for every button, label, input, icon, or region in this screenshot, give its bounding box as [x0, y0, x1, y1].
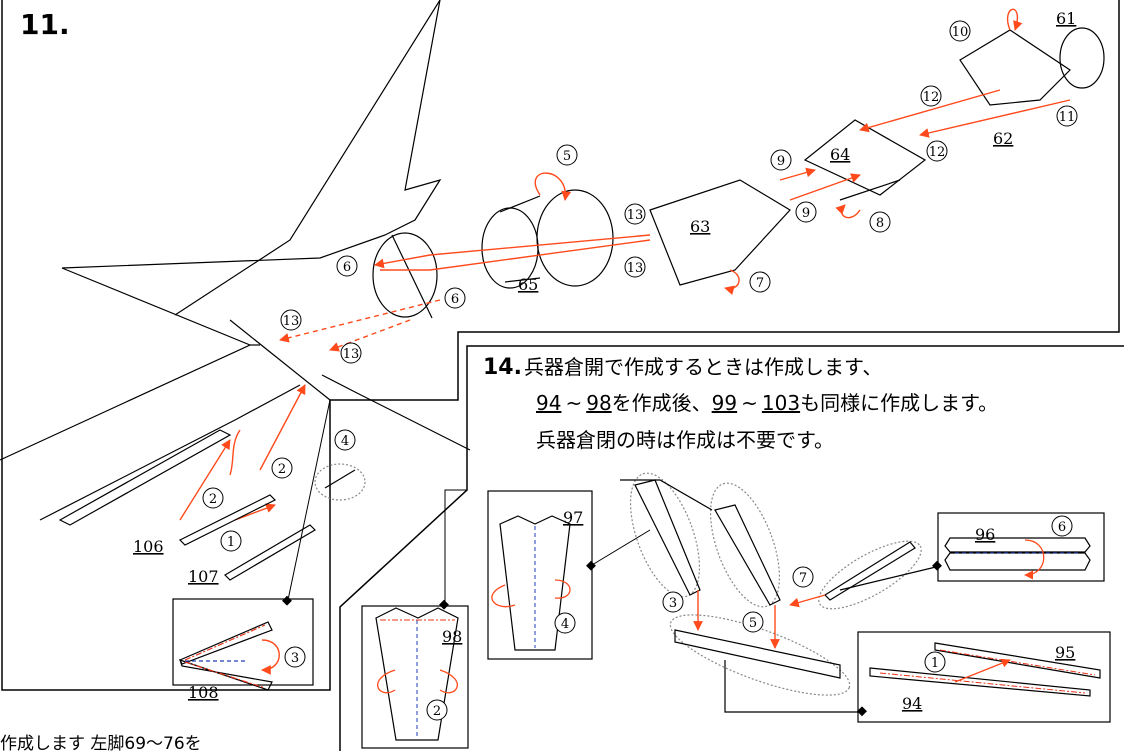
step-marker-6b: 6 — [444, 287, 466, 309]
step-marker-2a: 2 — [271, 457, 293, 479]
svg-text:10: 10 — [952, 25, 969, 40]
step14-marker-2: 2 — [426, 699, 448, 721]
step14-line3: 兵器倉閉の時は作成は不要です。 — [536, 428, 834, 452]
step-marker-13a: 13 — [624, 203, 646, 225]
svg-text:2: 2 — [433, 704, 441, 719]
svg-text:8: 8 — [876, 216, 884, 231]
step14-number: 14. — [483, 355, 522, 380]
step14-line1: 兵器倉開で作成するときは作成します、 — [524, 355, 882, 379]
part-label-96: 96 — [975, 525, 995, 544]
step14-line2: 94~98を作成後、99~103も同様に作成します。 — [536, 391, 998, 415]
part-label-106: 106 — [133, 537, 164, 556]
svg-text:2: 2 — [278, 462, 286, 477]
jet-pipe-segments — [372, 27, 1105, 319]
step14-marker-1: 1 — [924, 651, 946, 673]
svg-text:5: 5 — [749, 616, 757, 631]
step-marker-9b: 9 — [795, 201, 817, 223]
step14-flow-arrows — [693, 590, 826, 649]
svg-text:13: 13 — [343, 347, 360, 362]
part-label-63: 63 — [690, 217, 710, 236]
svg-text:1: 1 — [227, 535, 235, 550]
fuselage-tail-outline — [0, 0, 471, 521]
svg-text:9: 9 — [777, 154, 785, 169]
step-marker-4: 4 — [334, 429, 356, 451]
step11-number: 11. — [20, 8, 70, 41]
svg-text:7: 7 — [756, 276, 764, 291]
step-marker-9a: 9 — [770, 149, 792, 171]
svg-text:5: 5 — [563, 149, 571, 164]
svg-text:6: 6 — [451, 292, 459, 307]
step-marker-11: 11 — [1056, 105, 1078, 127]
svg-text:11: 11 — [1059, 110, 1076, 125]
step-marker-7: 7 — [749, 271, 771, 293]
svg-text:3: 3 — [669, 596, 677, 611]
bay-parts — [620, 472, 941, 717]
step-marker-5: 5 — [556, 144, 578, 166]
step-marker-13b: 13 — [624, 256, 646, 278]
part-label-98: 98 — [442, 627, 462, 646]
svg-text:7: 7 — [799, 571, 807, 586]
step-marker-8: 8 — [869, 211, 891, 233]
part-96-inset — [932, 512, 1105, 582]
step14-marker-6: 6 — [1051, 515, 1073, 537]
step14-step-markers: 1 2 3 4 5 6 7 — [426, 515, 1073, 721]
svg-text:6: 6 — [1058, 520, 1066, 535]
step14-instructions: 14. 兵器倉開で作成するときは作成します、 94~98を作成後、99~103も… — [483, 355, 998, 452]
part-label-95: 95 — [1055, 643, 1075, 662]
step11-panel-border — [1, 0, 1120, 691]
part-label-61: 61 — [1056, 9, 1076, 28]
step14-marker-3: 3 — [662, 591, 684, 613]
step-marker-6a: 6 — [336, 255, 358, 277]
part-97-inset — [487, 490, 651, 660]
step-marker-13c: 13 — [280, 309, 302, 331]
svg-text:4: 4 — [561, 617, 569, 632]
step-marker-10: 10 — [949, 20, 971, 42]
step11-flow-arrows — [179, 8, 1071, 521]
part-label-108: 108 — [188, 683, 219, 702]
step14-marker-4: 4 — [554, 612, 576, 634]
svg-text:6: 6 — [343, 260, 351, 275]
svg-text:1: 1 — [931, 656, 939, 671]
svg-text:3: 3 — [291, 651, 299, 666]
part-label-107: 107 — [188, 567, 219, 586]
svg-text:9: 9 — [802, 206, 810, 221]
part-label-65: 65 — [518, 275, 538, 294]
part-label-62: 62 — [993, 129, 1013, 148]
step14-part-labels: 94 95 96 97 98 — [442, 508, 1075, 713]
svg-text:12: 12 — [929, 145, 946, 160]
svg-text:4: 4 — [341, 434, 349, 449]
step11-part-labels: 61 62 63 64 65 106 107 108 — [133, 9, 1076, 702]
step11-step-markers: 10 11 12 12 9 9 8 5 13 13 7 6 6 13 13 4 … — [202, 20, 1078, 668]
strake-parts — [58, 429, 366, 581]
step-marker-1: 1 — [220, 530, 242, 552]
footer-text-fragment: 作成します 左脚69～76を — [0, 734, 202, 751]
step-marker-13d: 13 — [340, 342, 362, 364]
step-marker-12a: 12 — [920, 85, 942, 107]
part-label-97: 97 — [563, 508, 583, 527]
part-98-inset — [361, 489, 469, 749]
step-marker-2b: 2 — [202, 487, 224, 509]
svg-text:13: 13 — [627, 208, 644, 223]
svg-text:13: 13 — [627, 261, 644, 276]
svg-text:2: 2 — [209, 492, 217, 507]
step14-marker-7: 7 — [792, 566, 814, 588]
part-label-64: 64 — [830, 145, 850, 164]
step-marker-12b: 12 — [926, 140, 948, 162]
part-108-inset — [172, 399, 331, 691]
part-65-cylinder — [481, 189, 614, 289]
part-label-94: 94 — [902, 694, 922, 713]
step-marker-3: 3 — [284, 646, 306, 668]
svg-text:13: 13 — [283, 314, 300, 329]
step14-marker-5: 5 — [742, 611, 764, 633]
part-94-95-inset — [857, 631, 1111, 723]
svg-text:12: 12 — [923, 90, 940, 105]
